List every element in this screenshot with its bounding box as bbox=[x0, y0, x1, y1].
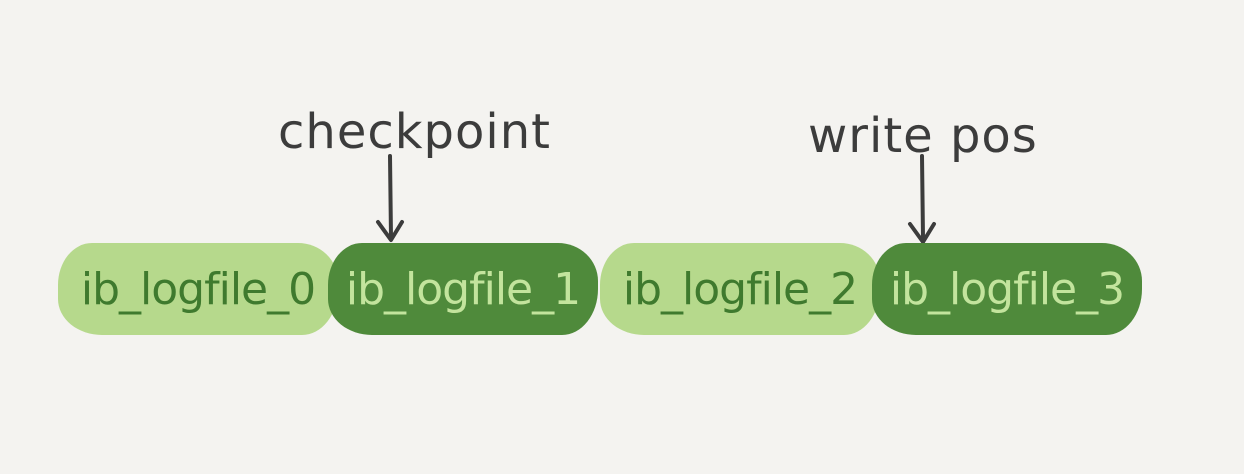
checkpoint-arrow-icon bbox=[376, 154, 404, 242]
checkpoint-label: checkpoint bbox=[278, 104, 551, 160]
write-pos-label: write pos bbox=[808, 108, 1038, 164]
logfile-block-3: ib_logfile_3 bbox=[872, 243, 1142, 335]
write-pos-arrow-icon bbox=[908, 154, 936, 244]
logfile-block-1: ib_logfile_1 bbox=[328, 243, 598, 335]
logfile-block-0: ib_logfile_0 bbox=[58, 243, 338, 335]
logfile-block-2: ib_logfile_2 bbox=[600, 243, 880, 335]
